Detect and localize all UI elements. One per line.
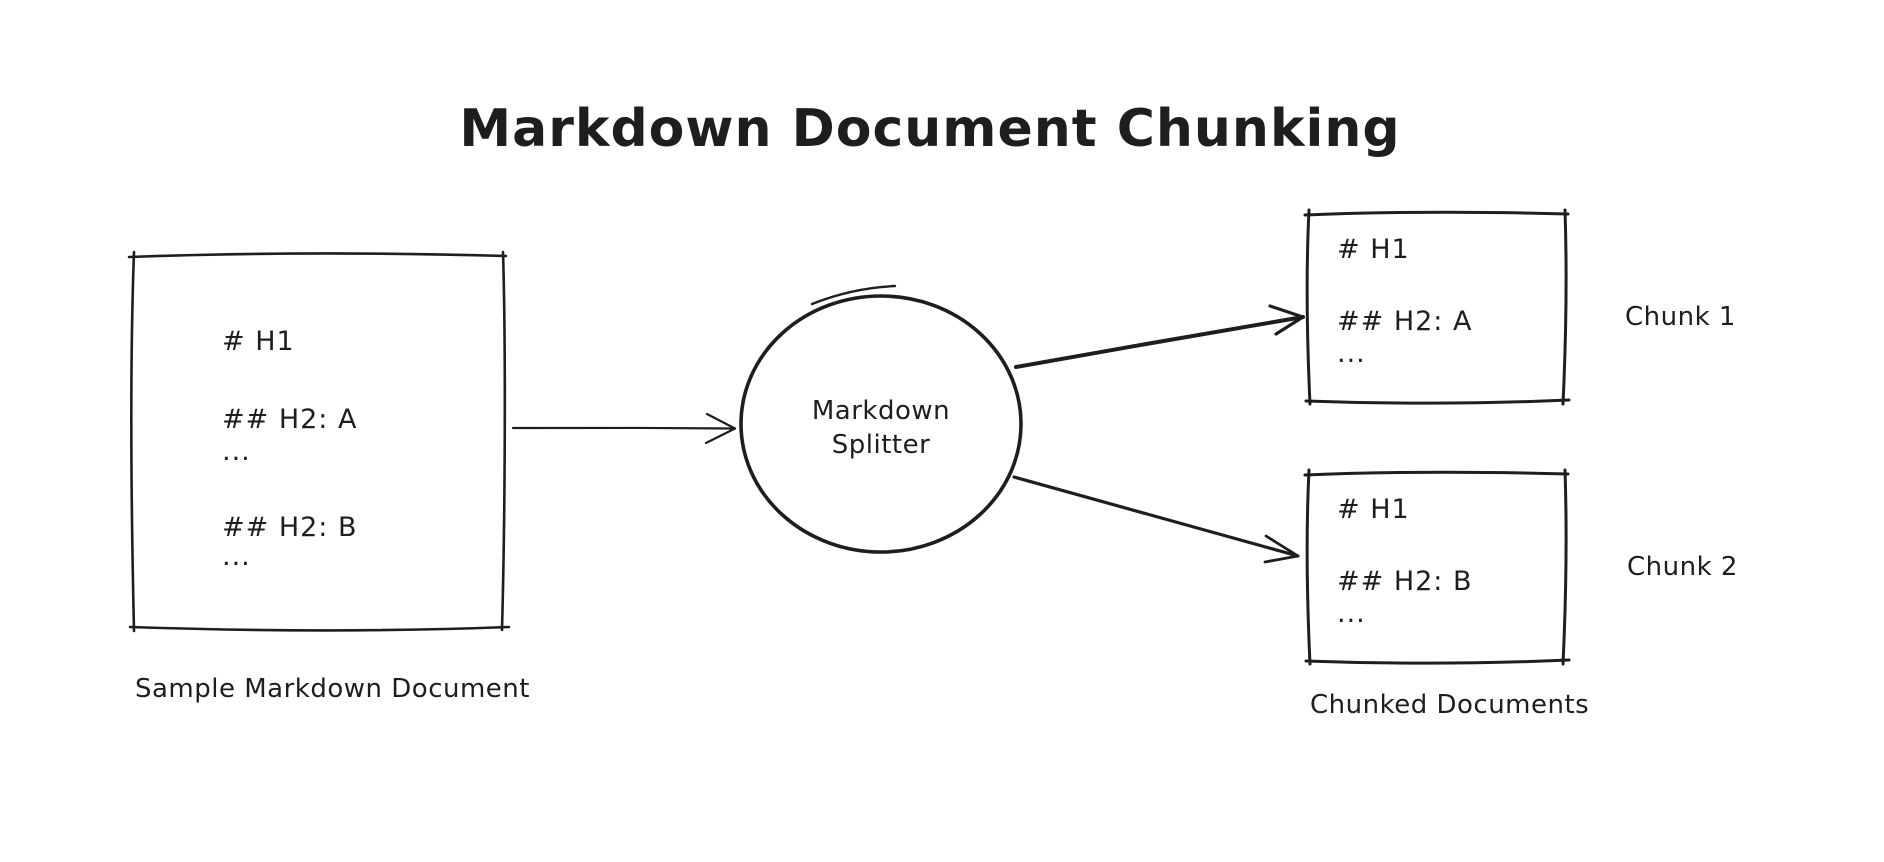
source-doc-line: ## H2: B	[222, 512, 358, 543]
chunk1-box-border-top	[1303, 210, 1570, 217]
chunk1-line: # H1	[1337, 234, 1410, 265]
chunk1-box-border-bottom	[1304, 398, 1571, 405]
source-doc-line: # H1	[222, 326, 295, 357]
chunk2-box-border-top	[1303, 470, 1570, 477]
arrow-shaft	[1012, 475, 1300, 558]
chunk1-line: ...	[1337, 338, 1366, 369]
source-document-box: # H1 ## H2: A ... ## H2: B ...	[127, 250, 511, 633]
arrow-splitter-to-chunk1	[1014, 304, 1305, 369]
chunk2-label: Chunk 2	[1627, 552, 1738, 582]
arrow-splitter-to-chunk2	[1012, 475, 1300, 564]
chunked-documents-caption: Chunked Documents	[1310, 690, 1589, 720]
source-doc-line: ## H2: A	[222, 404, 357, 435]
arrow-shaft	[511, 426, 737, 430]
splitter-label-line1: Markdown	[812, 396, 950, 426]
source-document-caption: Sample Markdown Document	[135, 674, 530, 704]
chunk2-box: # H1 ## H2: B ...	[1303, 468, 1571, 666]
chunk1-label: Chunk 1	[1625, 302, 1736, 332]
chunk2-box-border-bottom	[1304, 658, 1571, 665]
splitter-node: Markdown Splitter	[739, 284, 1023, 554]
chunk2-box-border-right	[1561, 468, 1568, 666]
chunk1-box: # H1 ## H2: A ...	[1303, 208, 1571, 406]
source-document-box-border-right	[500, 250, 507, 632]
chunk2-line: ...	[1337, 598, 1366, 629]
chunk1-box-border-left	[1305, 208, 1312, 406]
arrow-head	[1263, 534, 1300, 564]
chunk2-line: ## H2: B	[1337, 566, 1473, 597]
arrow-head	[1268, 304, 1305, 336]
splitter-label-line2: Splitter	[832, 430, 931, 460]
arrow-head	[704, 412, 737, 445]
chunk1-line: ## H2: A	[1337, 306, 1472, 337]
arrow-source-to-splitter	[511, 412, 737, 445]
chunk2-line: # H1	[1337, 494, 1410, 525]
source-doc-line: ...	[222, 541, 251, 572]
diagram-title: Markdown Document Chunking	[459, 99, 1400, 159]
source-document-box-border-top	[127, 252, 508, 259]
splitter-circle	[739, 294, 1023, 554]
arrow-shaft	[1014, 315, 1305, 369]
source-document-box-border-left	[130, 250, 136, 633]
source-doc-line: ...	[222, 436, 251, 467]
splitter-circle-sketch-overlap	[810, 284, 897, 306]
chunk1-box-border-right	[1561, 208, 1568, 406]
chunk2-box-border-left	[1305, 468, 1312, 666]
source-document-box-border-bottom	[128, 625, 511, 632]
